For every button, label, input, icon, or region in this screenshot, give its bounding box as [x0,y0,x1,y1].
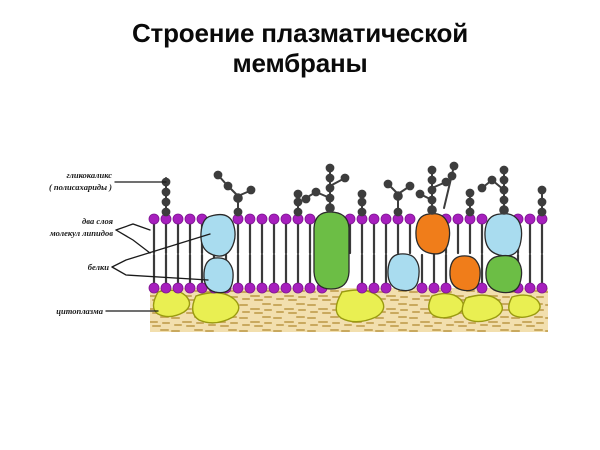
page-title-line-2: мембраны [232,48,368,78]
leader-lines [105,181,211,312]
label-bilayer-line1: два слоя [82,216,114,226]
cytoplasm-organelle-blobs [152,289,541,324]
label-proteins: белки [88,262,109,272]
glycocalyx-chain-2 [213,170,256,217]
glycocalyx-chain-6 [383,179,415,217]
glycocalyx-chain-3 [301,163,350,213]
protein-blue-lower-mid [387,253,420,292]
protein-green-lower-right [485,254,523,294]
label-glycocalyx-line1: гликокаликс [66,170,112,180]
protein-integral-green-1 [313,211,350,290]
lipid-bilayer-upper-leaflet [148,213,548,255]
label-bilayer-line2: молекул липидов [49,228,113,238]
protein-peripheral-blue-left [200,213,236,257]
diagram-labels: гликокаликс ( полисахариды ) два слоя мо… [49,170,114,316]
membrane-diagram: гликокаликс ( полисахариды ) два слоя мо… [0,120,600,350]
protein-peripheral-blue-lower-left [203,257,234,294]
glycocalyx-chain-8 [465,188,475,217]
glycocalyx-chain-10 [537,185,547,217]
glycocalyx-chain-1 [161,177,171,217]
protein-orange-lower [449,255,481,292]
label-glycocalyx-line2: ( полисахариды ) [49,182,112,192]
glycocalyx-chain-4 [293,189,303,217]
page-title-line-1: Строение плазматической [131,18,469,48]
lipid-bilayer-lower-leaflet [148,253,548,294]
glycocalyx-chain-7 [415,161,459,215]
label-cytoplasm: цитоплазма [56,306,103,316]
glycocalyx-chain-5 [357,189,367,217]
glycocalyx-chain-9 [477,165,509,215]
protein-orange-upper [415,212,451,255]
protein-blue-upper-right [484,212,523,257]
glycocalyx-chains [161,161,547,217]
page-title: Строение плазматической мембраны [0,18,600,78]
